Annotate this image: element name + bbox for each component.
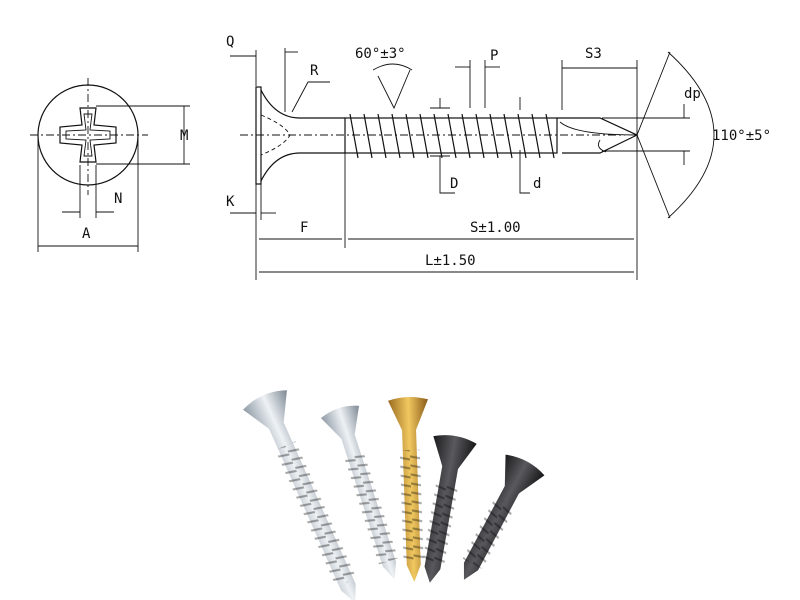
screw-zinc-small [320,405,399,580]
label-dp: dp [684,86,701,102]
screws-photo [243,390,545,600]
label-p: P [490,48,498,64]
label-r: R [310,63,319,79]
label-s: S±1.00 [470,220,521,236]
label-point-angle: 110°±5° [712,128,771,144]
phillips-recess-icon [59,107,117,163]
label-n: N [114,191,122,207]
screw-zinc-large [243,390,357,600]
label-thread-angle: 60°±3° [355,46,406,62]
label-l: L±1.50 [425,253,476,269]
label-d-minor: d [533,176,541,192]
screw-black-2 [462,454,545,580]
label-k: K [226,194,235,210]
label-a: A [82,226,91,242]
label-q: Q [226,34,234,50]
label-d-major: D [450,176,458,192]
label-s3: S3 [585,46,602,62]
thread [349,113,555,159]
screw-side-view: Q R 60°±3° P S3 dp 110°±5° D [226,34,771,280]
screw-black-1 [422,435,477,583]
screw-yellow-zinc [388,397,428,582]
label-f: F [300,220,308,236]
label-m: M [180,128,188,144]
head-top-view: M N A [30,78,190,252]
